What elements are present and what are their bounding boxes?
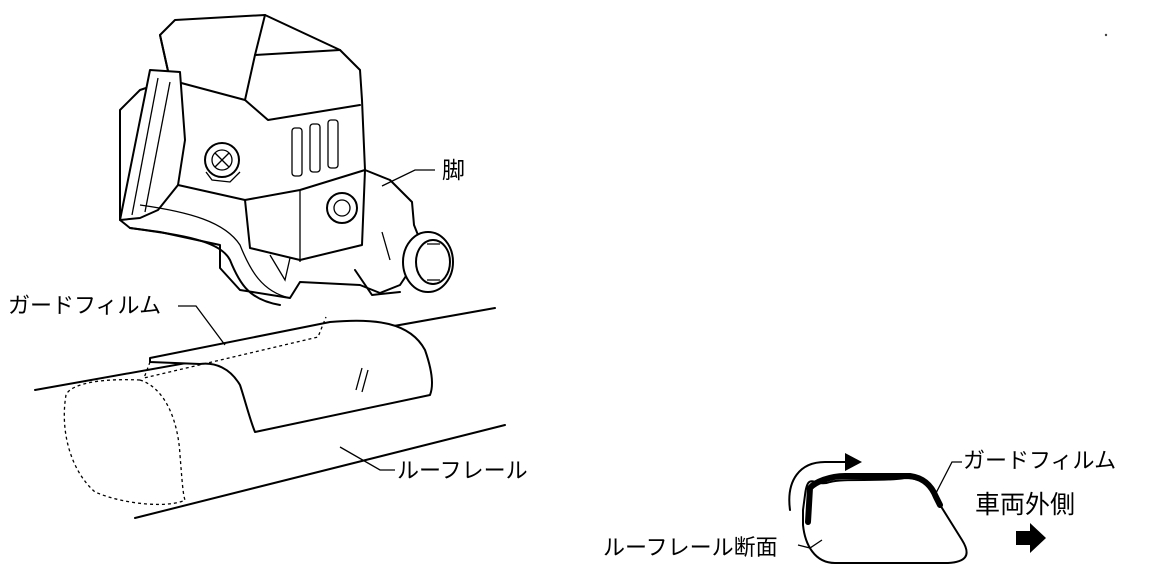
roof-rail-cross-section — [788, 453, 968, 564]
leg-foot — [119, 14, 454, 306]
guard-film — [142, 316, 434, 433]
guard-film-label-right: ガードフィルム — [963, 449, 1116, 474]
guard-film-label-left: ガードフィルム — [8, 294, 161, 319]
vehicle-outside-label: 車両外側 — [975, 490, 1075, 519]
roof-rail-label: ルーフレール — [397, 459, 528, 484]
leg-label: 脚 — [442, 158, 465, 184]
guard-film-section — [805, 473, 943, 525]
leader-lines-right — [797, 461, 962, 549]
roof-rail-section-label: ルーフレール断面 — [603, 536, 778, 561]
leader-lines-left — [178, 169, 435, 471]
speck — [1104, 33, 1108, 37]
right-arrow-icon — [1016, 523, 1046, 553]
